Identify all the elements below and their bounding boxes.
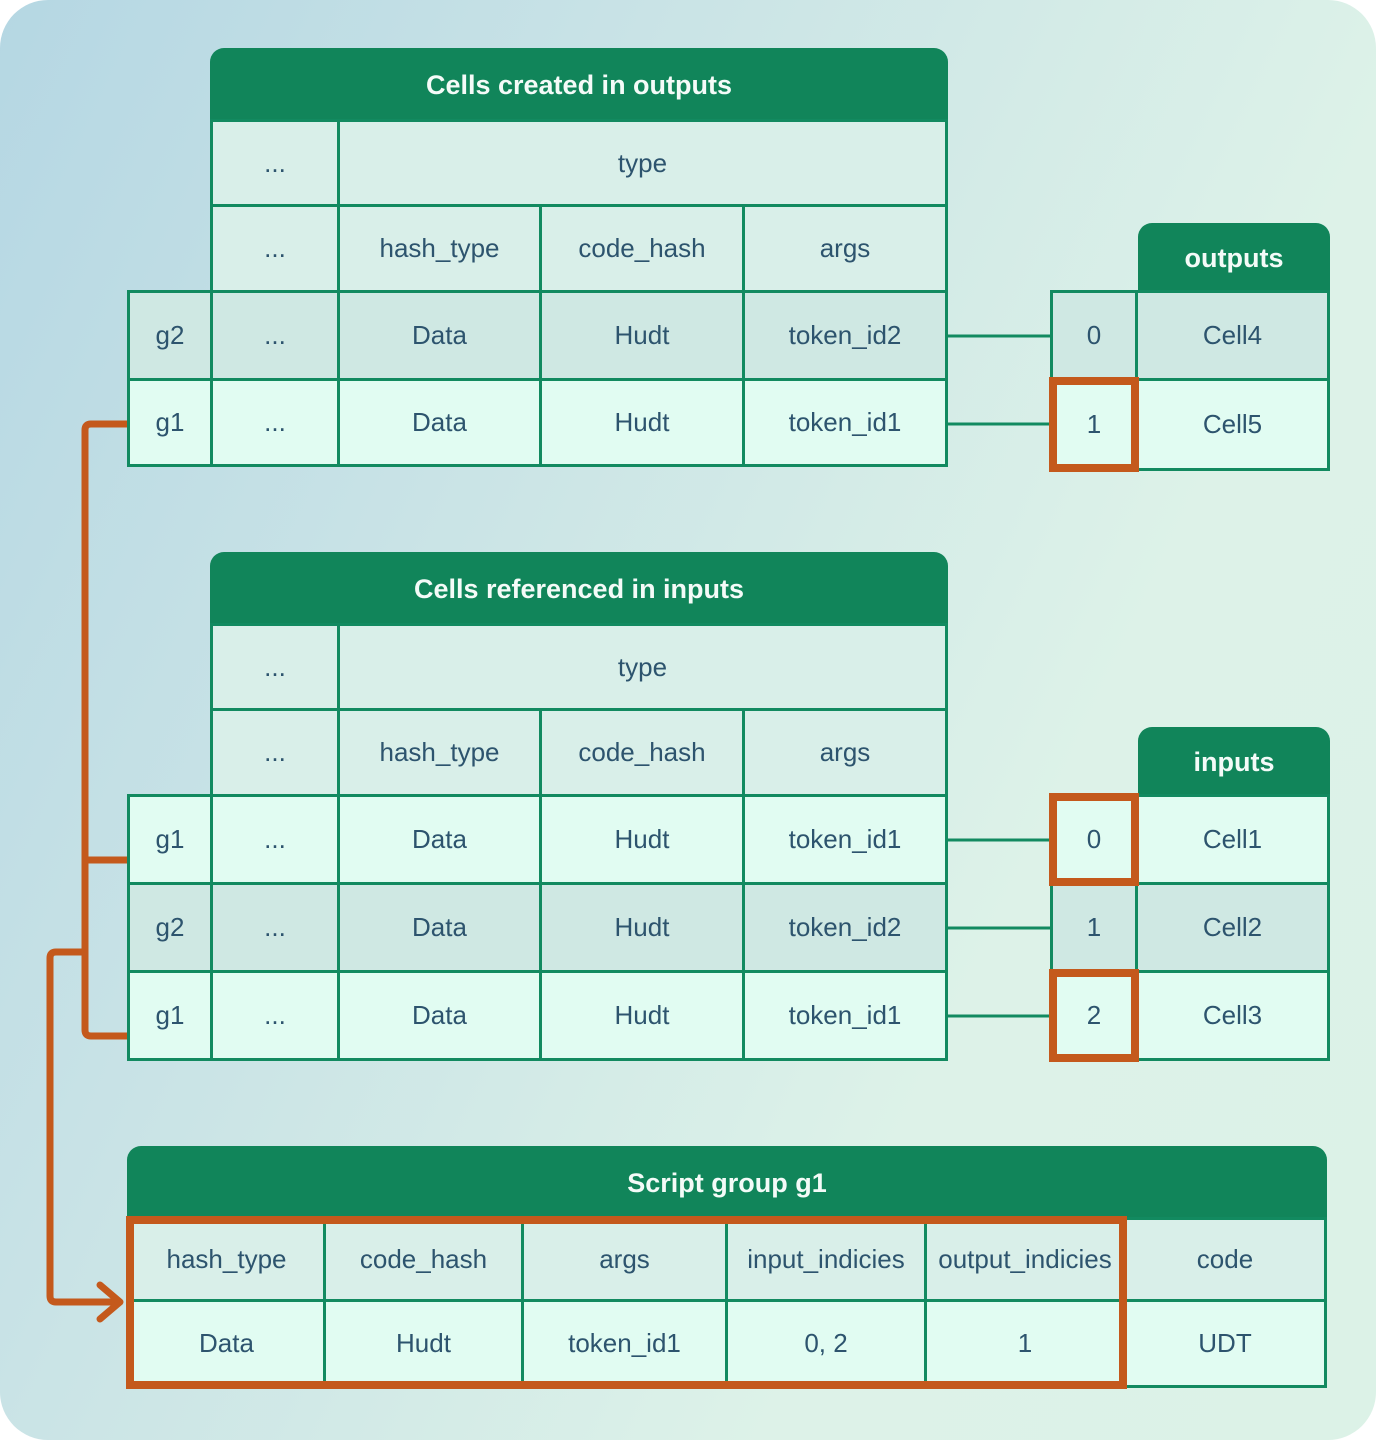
ellipsis-cell: ... xyxy=(213,711,337,794)
script-group-table: hash_type code_hash args input_indicies … xyxy=(127,1217,1327,1388)
outputs-list-title: outputs xyxy=(1138,223,1330,293)
hash-type-header-cell: hash_type xyxy=(340,207,539,290)
orange-connector-g1-spine xyxy=(81,420,136,1040)
output-cell-name: Cell5 xyxy=(1138,381,1327,468)
input-cell-name: Cell2 xyxy=(1138,885,1327,970)
inputs-cells-title: Cells referenced in inputs xyxy=(210,552,948,626)
ellipsis-cell: ... xyxy=(213,885,337,970)
args-value-cell: token_id1 xyxy=(745,381,945,464)
ellipsis-cell: ... xyxy=(213,381,337,464)
orange-arrowhead-icon xyxy=(96,1281,124,1323)
inputs-list-table: 0 Cell1 1 Cell2 2 Cell3 xyxy=(1050,794,1330,1061)
input-indicies-value-cell: 0, 2 xyxy=(728,1302,924,1385)
input-cell-name: Cell1 xyxy=(1138,797,1327,882)
code-hash-value-cell: Hudt xyxy=(542,797,742,882)
args-header-cell: args xyxy=(524,1220,725,1299)
input-cell-name: Cell3 xyxy=(1138,973,1327,1058)
input-index-cell: 1 xyxy=(1053,885,1135,970)
group-labels-outputs: g2 g1 xyxy=(127,290,213,467)
code-hash-value-cell: Hudt xyxy=(542,293,742,378)
hash-type-header-cell: hash_type xyxy=(130,1220,323,1299)
type-header-cell: type xyxy=(340,626,945,708)
type-header-cell: type xyxy=(340,122,945,204)
args-value-cell: token_id2 xyxy=(745,885,945,970)
group-label-g2: g2 xyxy=(130,293,210,378)
code-hash-header-cell: code_hash xyxy=(542,207,742,290)
code-hash-value-cell: Hudt xyxy=(542,973,742,1058)
input-index-cell: 2 xyxy=(1053,973,1135,1058)
output-indicies-header-cell: output_indicies xyxy=(927,1220,1123,1299)
group-label-g2: g2 xyxy=(130,885,210,970)
args-header-cell: args xyxy=(745,207,945,290)
input-index-cell: 0 xyxy=(1053,797,1135,882)
code-hash-header-cell: code_hash xyxy=(326,1220,521,1299)
args-value-cell: token_id1 xyxy=(745,797,945,882)
hash-type-value-cell: Data xyxy=(340,973,539,1058)
inputs-cells-table: ... type ... hash_type code_hash args ..… xyxy=(210,623,948,1061)
output-index-cell: 1 xyxy=(1053,381,1135,468)
outputs-cells-table: ... type ... hash_type code_hash args ..… xyxy=(210,119,948,467)
hash-type-value-cell: Data xyxy=(130,1302,323,1385)
hash-type-header-cell: hash_type xyxy=(340,711,539,794)
output-cell-name: Cell4 xyxy=(1138,293,1327,378)
args-value-cell: token_id1 xyxy=(745,973,945,1058)
ellipsis-cell: ... xyxy=(213,207,337,290)
input-indicies-header-cell: input_indicies xyxy=(728,1220,924,1299)
code-hash-value-cell: Hudt xyxy=(542,885,742,970)
hash-type-value-cell: Data xyxy=(340,381,539,464)
hash-type-value-cell: Data xyxy=(340,885,539,970)
group-label-g1: g1 xyxy=(130,381,210,464)
code-hash-value-cell: Hudt xyxy=(326,1302,521,1385)
code-value-cell: UDT xyxy=(1126,1302,1324,1385)
args-header-cell: args xyxy=(745,711,945,794)
ellipsis-cell: ... xyxy=(213,122,337,204)
group-label-g1: g1 xyxy=(130,973,210,1058)
output-index-cell: 0 xyxy=(1053,293,1135,378)
hash-type-value-cell: Data xyxy=(340,797,539,882)
args-value-cell: token_id2 xyxy=(745,293,945,378)
code-hash-header-cell: code_hash xyxy=(542,711,742,794)
ellipsis-cell: ... xyxy=(213,293,337,378)
ellipsis-cell: ... xyxy=(213,626,337,708)
group-label-g1: g1 xyxy=(130,797,210,882)
code-header-cell: code xyxy=(1126,1220,1324,1299)
script-group-title: Script group g1 xyxy=(127,1146,1327,1220)
args-value-cell: token_id1 xyxy=(524,1302,725,1385)
orange-connector-to-script-group xyxy=(46,948,117,1306)
group-labels-inputs: g1 g2 g1 xyxy=(127,794,213,1061)
output-indicies-value-cell: 1 xyxy=(927,1302,1123,1385)
outputs-list-table: 0 Cell4 1 Cell5 xyxy=(1050,290,1330,471)
ellipsis-cell: ... xyxy=(213,797,337,882)
hash-type-value-cell: Data xyxy=(340,293,539,378)
inputs-list-title: inputs xyxy=(1138,727,1330,797)
outputs-cells-title: Cells created in outputs xyxy=(210,48,948,122)
ellipsis-cell: ... xyxy=(213,973,337,1058)
code-hash-value-cell: Hudt xyxy=(542,381,742,464)
